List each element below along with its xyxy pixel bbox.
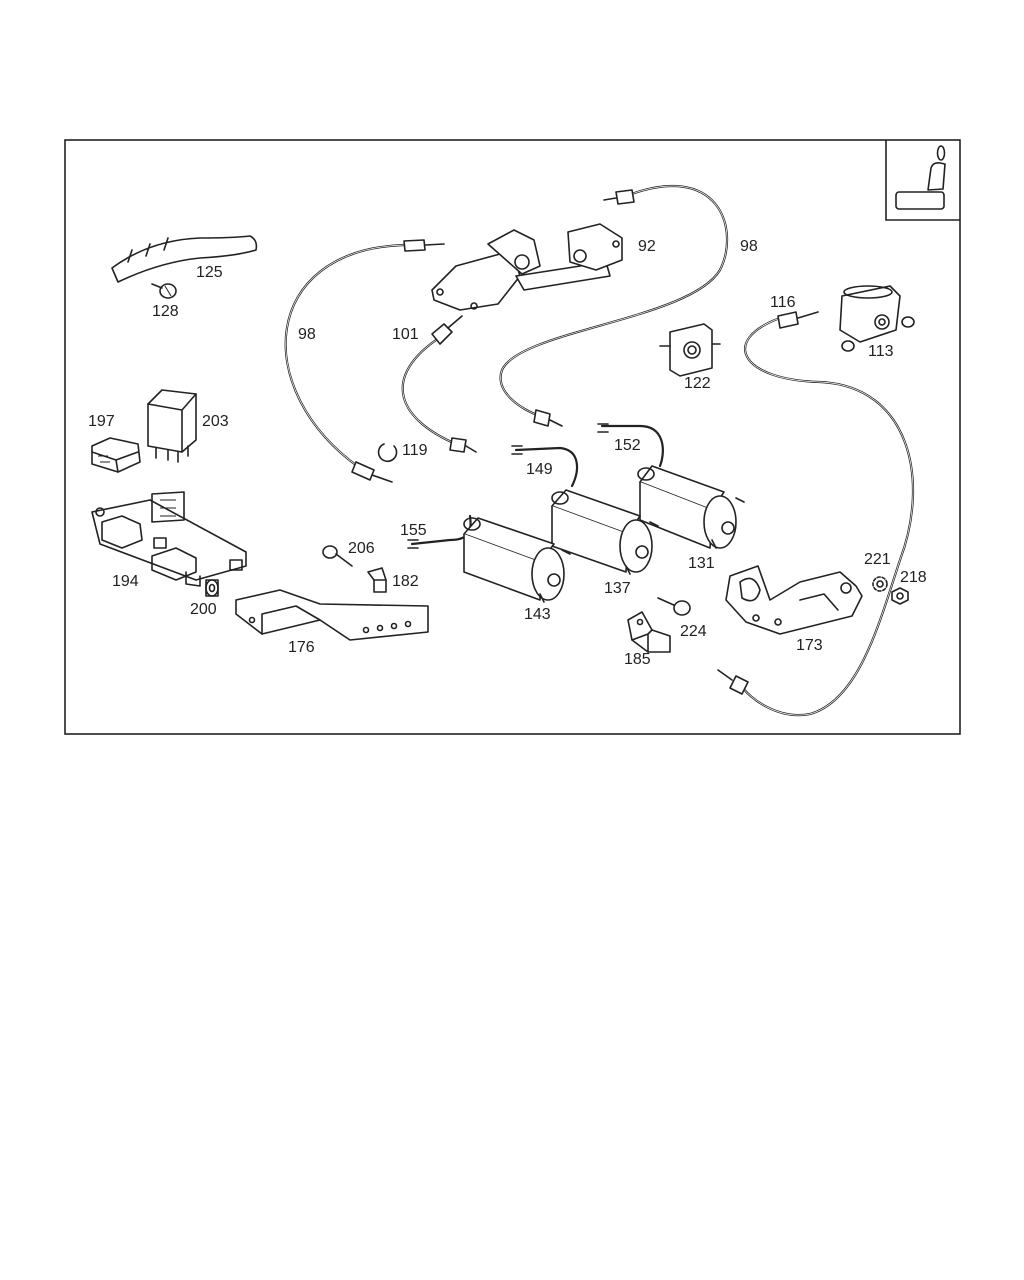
nut-218: [891, 587, 909, 605]
clamp-185: [627, 611, 671, 653]
label-194: 194: [112, 573, 139, 590]
label-98-right: 98: [740, 238, 758, 255]
label-197: 197: [88, 413, 115, 430]
label-116: 116: [770, 294, 796, 311]
label-122: 122: [684, 375, 711, 392]
label-173: 173: [796, 637, 823, 654]
base-tray: [91, 491, 247, 587]
label-125: 125: [196, 264, 223, 281]
label-152: 152: [614, 437, 641, 454]
cable-116: [717, 311, 915, 717]
label-206: 206: [348, 540, 375, 557]
label-98-left: 98: [298, 326, 316, 343]
label-218: 218: [900, 569, 927, 586]
clip-119: [377, 443, 398, 463]
label-224: 224: [680, 623, 707, 640]
bracket-176: [235, 589, 429, 641]
seat-icon: [885, 140, 960, 221]
label-137: 137: [604, 580, 631, 597]
cable-98-left: [284, 239, 445, 483]
motor-113: [839, 285, 915, 352]
trim-strip: [111, 235, 258, 283]
bolt-206: [322, 545, 353, 567]
label-101: 101: [392, 326, 419, 343]
washer-221: [872, 576, 888, 592]
screw-128: [151, 283, 177, 299]
bolt-224: [657, 597, 691, 616]
connector-197: [91, 437, 141, 473]
drive-unit-92: [431, 223, 623, 311]
label-203: 203: [202, 413, 229, 430]
label-113: 113: [868, 343, 894, 360]
label-143: 143: [524, 606, 551, 623]
motor-131: [597, 423, 745, 549]
cable-98-right: [499, 184, 729, 427]
cable-101: [401, 315, 477, 453]
mounting-plate-173: [725, 565, 863, 635]
bushing-200: [205, 579, 219, 597]
label-200: 200: [190, 601, 217, 618]
motor-137: [511, 445, 659, 575]
motor-143: [407, 514, 571, 603]
sensor-122: [659, 323, 721, 377]
label-155: 155: [400, 522, 427, 539]
clip-182: [367, 567, 387, 593]
label-131: 131: [688, 555, 715, 572]
label-128: 128: [152, 303, 179, 320]
label-119: 119: [402, 442, 428, 459]
label-182: 182: [392, 573, 419, 590]
label-221: 221: [864, 551, 891, 568]
relay: [147, 389, 197, 463]
label-149: 149: [526, 461, 553, 478]
label-185: 185: [624, 651, 651, 668]
label-176: 176: [288, 639, 315, 656]
label-92: 92: [638, 238, 656, 255]
diagram-frame: [64, 139, 961, 735]
